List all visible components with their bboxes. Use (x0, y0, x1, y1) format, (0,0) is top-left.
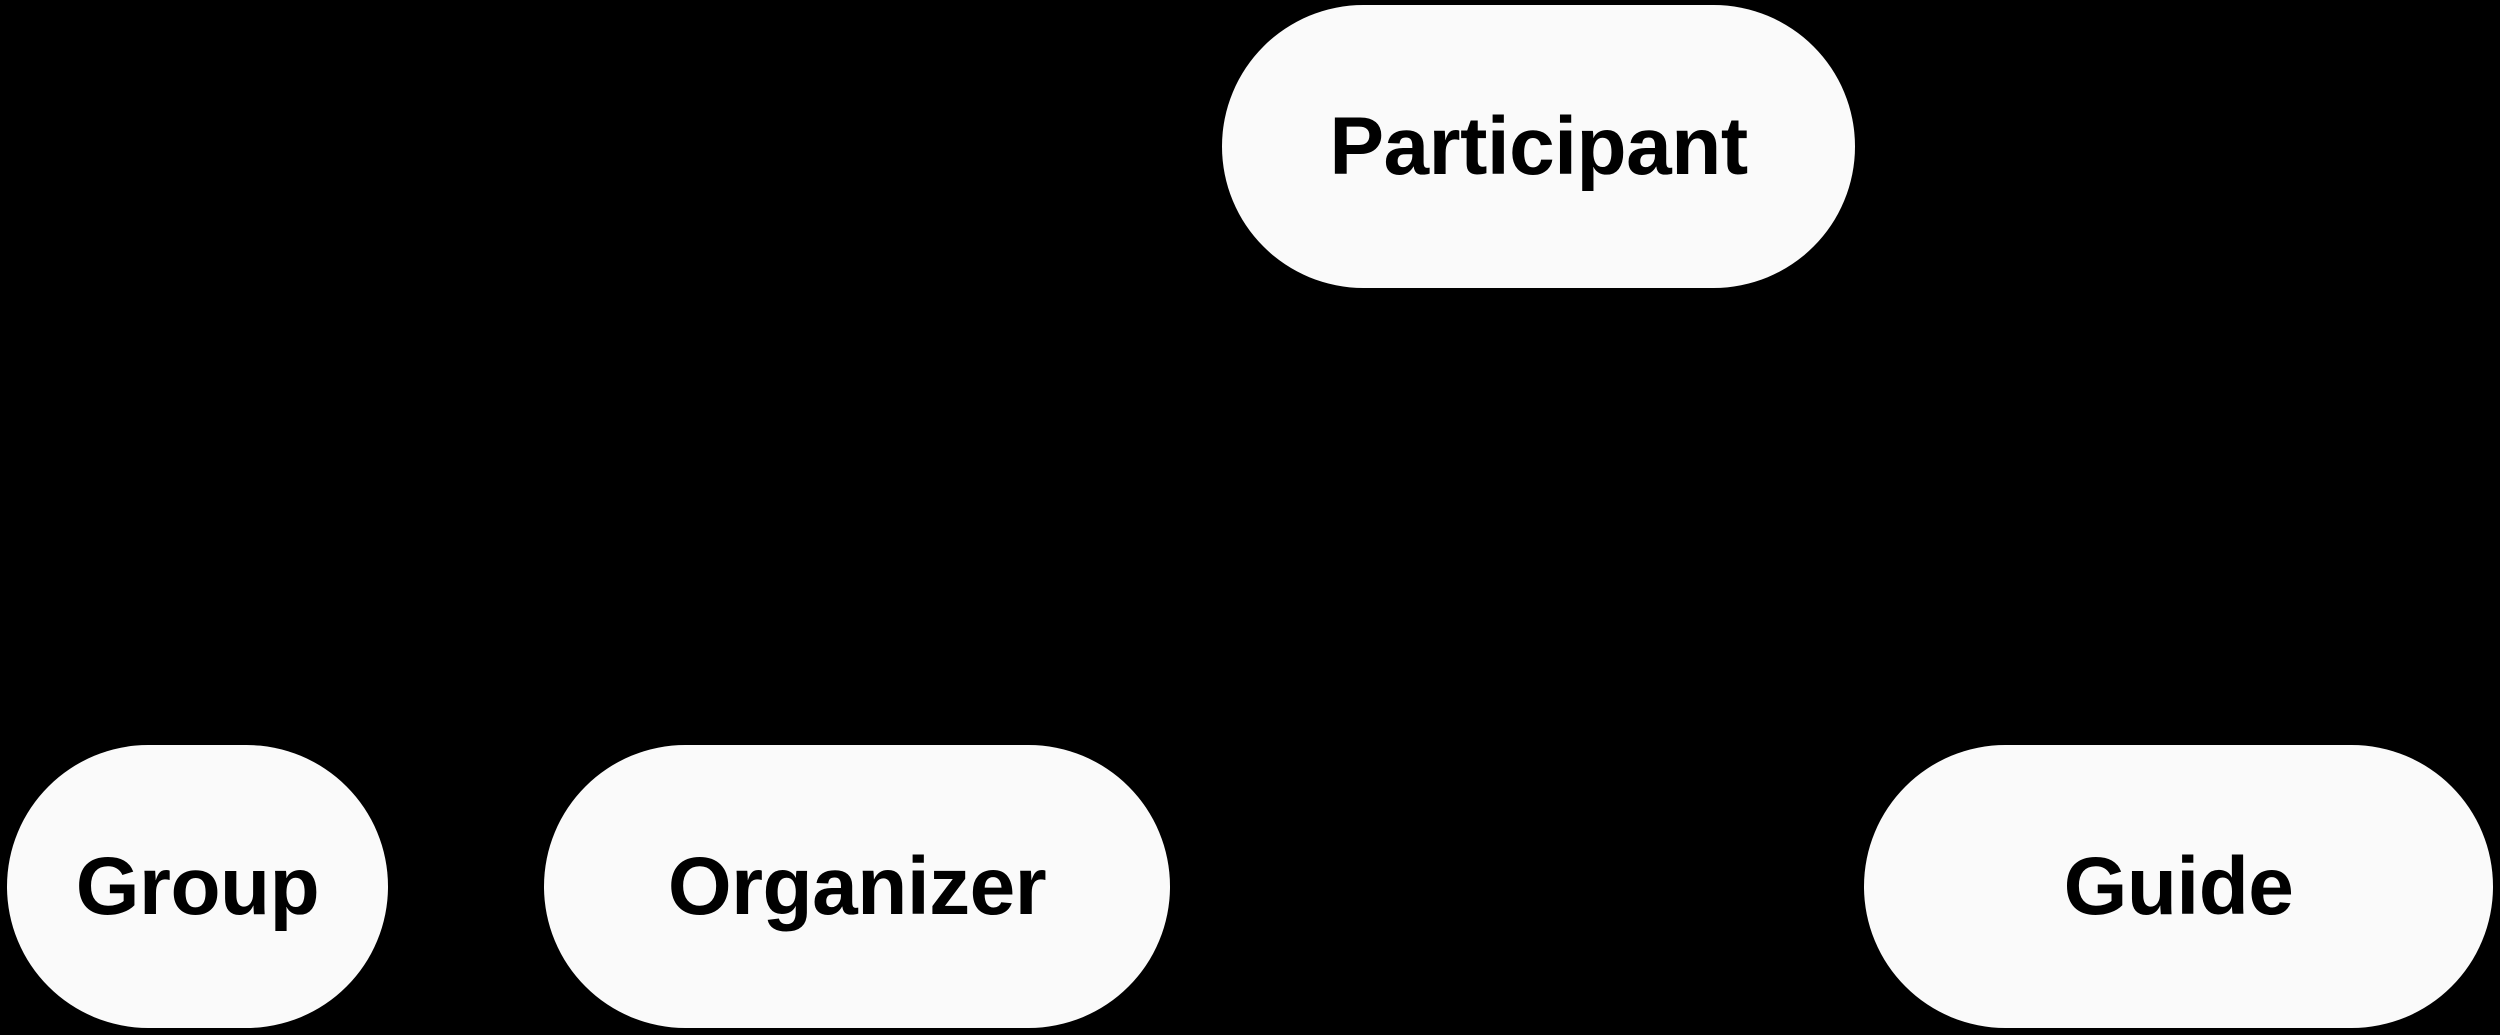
node-guide-label: Guide (2063, 840, 2294, 932)
node-organizer[interactable]: Organizer (544, 745, 1170, 1028)
node-group[interactable]: Group (7, 745, 388, 1028)
node-group-label: Group (75, 840, 320, 932)
node-guide[interactable]: Guide (1864, 745, 2493, 1028)
node-participant[interactable]: Participant (1222, 5, 1855, 288)
node-participant-label: Participant (1329, 100, 1748, 192)
node-organizer-label: Organizer (667, 840, 1047, 932)
